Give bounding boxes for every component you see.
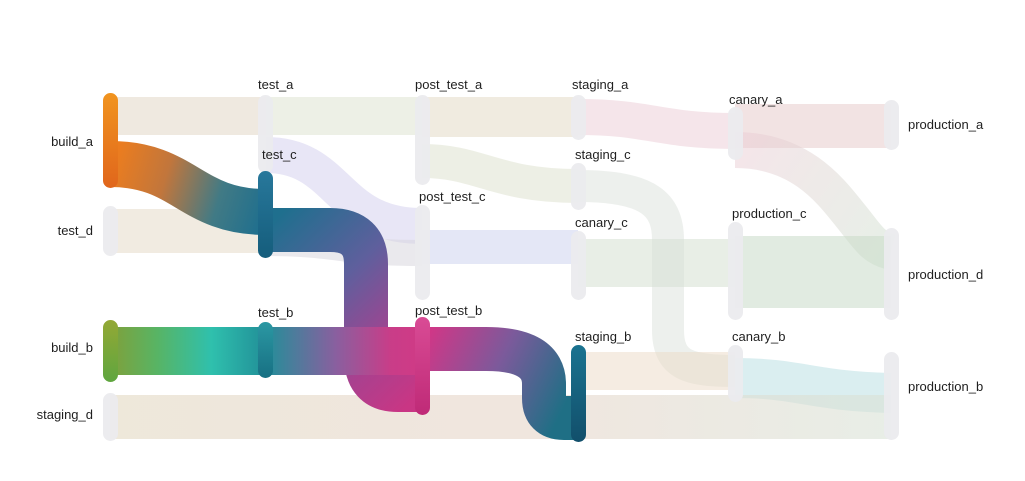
node-test-d[interactable] — [103, 206, 118, 256]
node-label-test-c: test_c — [262, 147, 297, 162]
node-post-test-a[interactable] — [415, 95, 430, 185]
flow-canary-b-to-production-b — [734, 358, 892, 413]
flow-post-test-a-to-staging-c — [421, 144, 579, 203]
node-build-a[interactable] — [103, 93, 118, 188]
node-production-c[interactable] — [728, 222, 743, 320]
node-canary-b[interactable] — [728, 345, 743, 402]
node-label-staging-d: staging_d — [37, 407, 93, 422]
node-label-build-a: build_a — [51, 134, 94, 149]
nodes — [103, 93, 899, 442]
node-label-test-a: test_a — [258, 77, 294, 92]
node-label-post-test-b: post_test_b — [415, 303, 482, 318]
node-label-canary-a: canary_a — [729, 92, 783, 107]
node-post-test-b[interactable] — [415, 317, 430, 415]
node-label-test-d: test_d — [58, 223, 93, 238]
node-staging-c[interactable] — [571, 163, 586, 210]
node-label-staging-b: staging_b — [575, 329, 631, 344]
node-staging-d[interactable] — [103, 393, 118, 441]
node-label-canary-b: canary_b — [732, 329, 785, 344]
node-production-b[interactable] — [884, 352, 899, 440]
node-label-test-b: test_b — [258, 305, 293, 320]
node-label-staging-a: staging_a — [572, 77, 629, 92]
node-label-production-d: production_d — [908, 267, 983, 282]
node-label-staging-c: staging_c — [575, 147, 631, 162]
node-label-post-test-a: post_test_a — [415, 77, 483, 92]
flow-build-a-to-test-c — [109, 141, 267, 235]
node-label-production-a: production_a — [908, 117, 984, 132]
flow-test-a-to-post-test-c — [265, 137, 423, 244]
node-label-build-b: build_b — [51, 340, 93, 355]
node-label-post-test-c: post_test_c — [419, 189, 486, 204]
node-label-production-b: production_b — [908, 379, 983, 394]
vivid-flows — [109, 141, 578, 440]
node-canary-a[interactable] — [728, 107, 743, 160]
node-production-a[interactable] — [884, 100, 899, 150]
flow-post-test-b-to-staging-b — [422, 327, 578, 440]
node-post-test-c[interactable] — [415, 205, 430, 300]
node-labels: build_a test_d build_b staging_d test_a … — [37, 77, 984, 422]
node-label-production-c: production_c — [732, 206, 807, 221]
node-canary-c[interactable] — [571, 231, 586, 300]
node-staging-a[interactable] — [571, 95, 586, 140]
node-staging-b[interactable] — [571, 345, 586, 442]
node-build-b[interactable] — [103, 320, 118, 382]
node-label-canary-c: canary_c — [575, 215, 628, 230]
flow-test-c-to-post-test-b — [266, 208, 422, 412]
node-production-d[interactable] — [884, 228, 899, 320]
node-test-c[interactable] — [258, 171, 273, 258]
node-test-a[interactable] — [258, 95, 273, 173]
node-test-b[interactable] — [258, 322, 273, 378]
flow-staging-a-to-canary-a — [577, 99, 736, 149]
